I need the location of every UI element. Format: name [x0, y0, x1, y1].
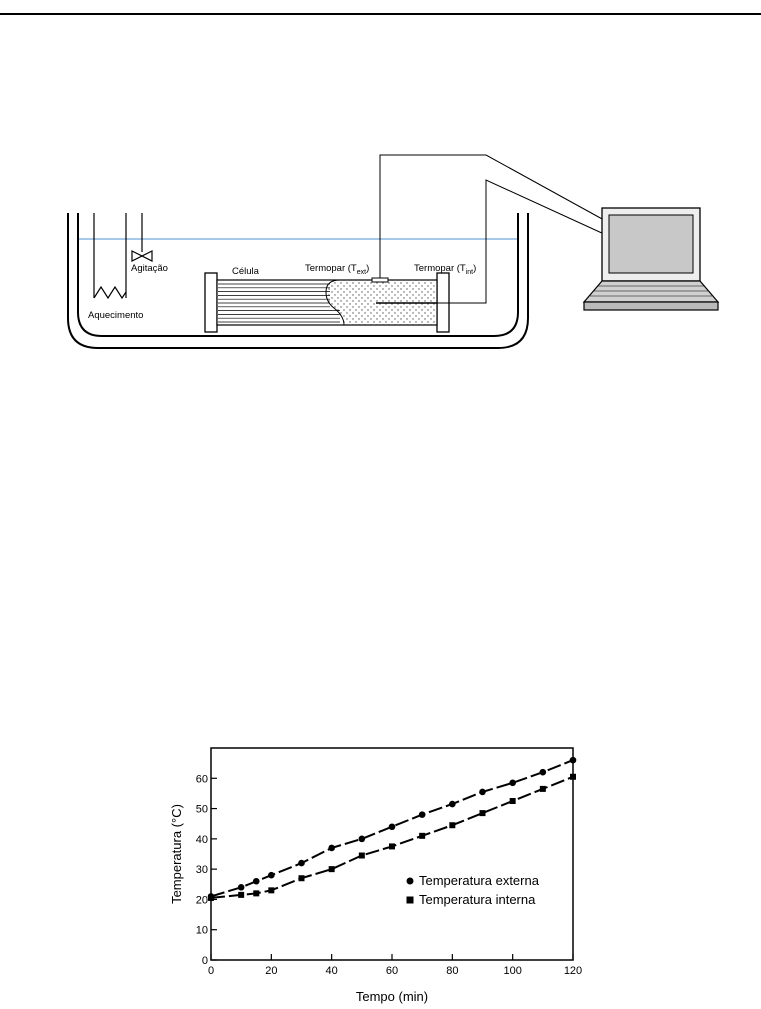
label-termopar-ext: Termopar (Text) [305, 263, 369, 276]
data-point [329, 866, 335, 872]
wire-int [436, 180, 604, 303]
x-tick-label: 80 [446, 965, 458, 977]
y-tick-label: 60 [196, 773, 208, 785]
laptop-icon [584, 208, 718, 310]
data-point [238, 884, 245, 891]
data-point [299, 875, 305, 881]
label-agitacao: Agitação [131, 263, 168, 274]
data-point [268, 872, 275, 879]
x-tick-label: 40 [326, 965, 338, 977]
data-point [449, 822, 455, 828]
data-point [253, 890, 259, 896]
x-axis-label: Tempo (min) [356, 989, 428, 1004]
data-point [389, 843, 395, 849]
data-point [359, 836, 366, 843]
data-point [208, 895, 214, 901]
data-point [540, 769, 547, 776]
x-tick-label: 0 [208, 965, 214, 977]
label-aquecimento: Aquecimento [88, 310, 143, 321]
y-tick-label: 10 [196, 925, 208, 937]
legend-label: Temperatura externa [419, 873, 540, 888]
data-point [238, 892, 244, 898]
top-rule [0, 13, 761, 15]
data-point [449, 801, 456, 808]
legend-label: Temperatura interna [419, 892, 536, 907]
data-point [509, 780, 516, 787]
x-tick-label: 120 [564, 965, 582, 977]
apparatus-diagram: Aquecimento Agitação Célula Termopar (Te… [0, 140, 761, 355]
legend-marker [407, 878, 414, 885]
x-tick-label: 100 [503, 965, 521, 977]
data-point [479, 789, 486, 796]
label-celula: Célula [232, 266, 260, 277]
laptop-screen [609, 215, 693, 273]
data-point [570, 774, 576, 780]
legend-marker [407, 897, 414, 904]
cell [205, 273, 449, 332]
data-point [480, 810, 486, 816]
data-point [389, 823, 396, 830]
laptop-base [584, 281, 718, 302]
data-point [419, 833, 425, 839]
data-point [298, 860, 305, 867]
y-axis-label: Temperatura (°C) [169, 804, 184, 904]
data-point [253, 878, 260, 885]
data-point [328, 845, 335, 852]
data-point [570, 757, 577, 764]
y-tick-label: 20 [196, 894, 208, 906]
heater-coil [94, 287, 126, 298]
laptop-front-edge [584, 302, 718, 310]
heater [94, 213, 126, 298]
data-point [268, 887, 274, 893]
thermocouple-ext-tip [372, 278, 388, 282]
temperature-chart: 0 20 40 60 80 100 120 0 10 20 30 40 50 60 Tempo (min)… [0, 735, 761, 1009]
y-tick-label: 0 [202, 955, 208, 967]
data-point [419, 811, 426, 818]
data-point [359, 853, 365, 859]
y-tick-label: 50 [196, 804, 208, 816]
data-point [540, 786, 546, 792]
x-tick-label: 20 [265, 965, 277, 977]
wire-ext [380, 155, 604, 278]
stirrer [132, 213, 152, 261]
cell-left-flange [205, 273, 217, 332]
data-point [510, 798, 516, 804]
x-tick-label: 60 [386, 965, 398, 977]
y-tick-label: 40 [196, 834, 208, 846]
y-tick-label: 30 [196, 864, 208, 876]
